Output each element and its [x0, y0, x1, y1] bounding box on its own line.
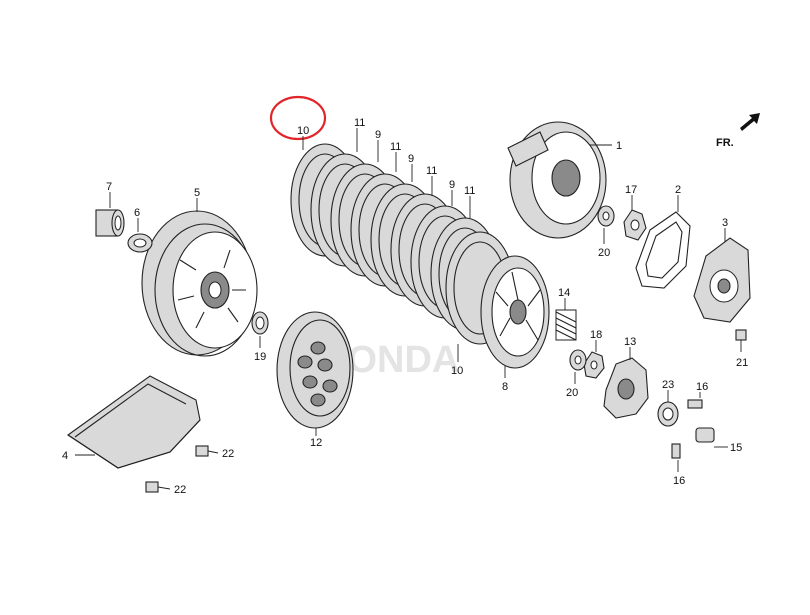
highlight-circle [269, 95, 327, 141]
callout-20: 20 [598, 247, 610, 259]
part-17-lifter[interactable] [623, 209, 647, 241]
part-2-gasket[interactable] [635, 211, 691, 289]
part-23-bearing[interactable] [657, 401, 679, 427]
callout-1: 1 [616, 140, 622, 152]
callout-9: 9 [375, 129, 381, 141]
callout-7: 7 [106, 181, 112, 193]
part-13-plate[interactable] [603, 357, 649, 419]
callout-11-c: 11 [426, 165, 437, 177]
part-3-cover[interactable] [693, 237, 751, 323]
part-14-spring[interactable] [555, 309, 577, 341]
part-19-washer[interactable] [251, 311, 269, 335]
callout-19: 19 [254, 351, 266, 363]
callout-9-b: 9 [408, 153, 414, 165]
part-8-pressure-plate[interactable] [480, 255, 550, 369]
callout-11-b: 11 [390, 141, 401, 153]
callout-9-c: 9 [449, 179, 455, 191]
part-18-lifter-piece[interactable] [583, 351, 605, 379]
part-1-housing[interactable] [507, 121, 607, 239]
callout-22: 22 [222, 448, 234, 460]
part-20-washer[interactable] [597, 205, 615, 227]
callout-11: 11 [354, 117, 365, 129]
part-16-bolt-b[interactable] [671, 443, 681, 459]
callout-21: 21 [736, 357, 748, 369]
callout-4: 4 [62, 450, 68, 462]
front-direction-label: FR. [716, 137, 734, 149]
part-12-clutch-center[interactable] [276, 311, 354, 429]
leader-lines [75, 128, 728, 472]
part-22-bolt-b[interactable] [145, 481, 171, 493]
front-direction-indicator: FR. [716, 113, 760, 149]
part-22-bolt[interactable] [195, 445, 219, 457]
part-16-bolt[interactable] [687, 399, 703, 409]
callout-2: 2 [675, 184, 681, 196]
callout-labels: 7 6 5 10 11 9 11 9 11 9 11 10 8 1 17 2 3… [62, 117, 748, 496]
callout-13: 13 [624, 336, 636, 348]
callout-22-b: 22 [174, 484, 186, 496]
part-5-clutch-outer[interactable] [141, 210, 258, 357]
callout-10-b: 10 [451, 365, 463, 377]
callout-12: 12 [310, 437, 322, 449]
callout-16-b: 16 [673, 475, 685, 487]
callout-8: 8 [502, 381, 508, 393]
callout-3: 3 [722, 217, 728, 229]
callout-5: 5 [194, 187, 200, 199]
callout-18: 18 [590, 329, 602, 341]
part-15-pin[interactable] [695, 427, 715, 443]
callout-16: 16 [696, 381, 708, 393]
callout-15: 15 [730, 442, 742, 454]
part-7-needle-bearing[interactable] [95, 209, 125, 237]
front-arrow-icon [740, 113, 760, 131]
part-21-bolt[interactable] [735, 329, 747, 352]
callout-20-b: 20 [566, 387, 578, 399]
callout-23: 23 [662, 379, 674, 391]
callout-11-d: 11 [464, 185, 475, 197]
callout-14: 14 [558, 287, 570, 299]
callout-6: 6 [134, 207, 140, 219]
part-6-bushing[interactable] [127, 233, 153, 253]
callout-17: 17 [625, 184, 637, 196]
part-4-guide-plate[interactable] [67, 375, 201, 469]
callout-10-highlighted: 10 [297, 125, 309, 137]
part-20-washer-b[interactable] [569, 349, 587, 371]
